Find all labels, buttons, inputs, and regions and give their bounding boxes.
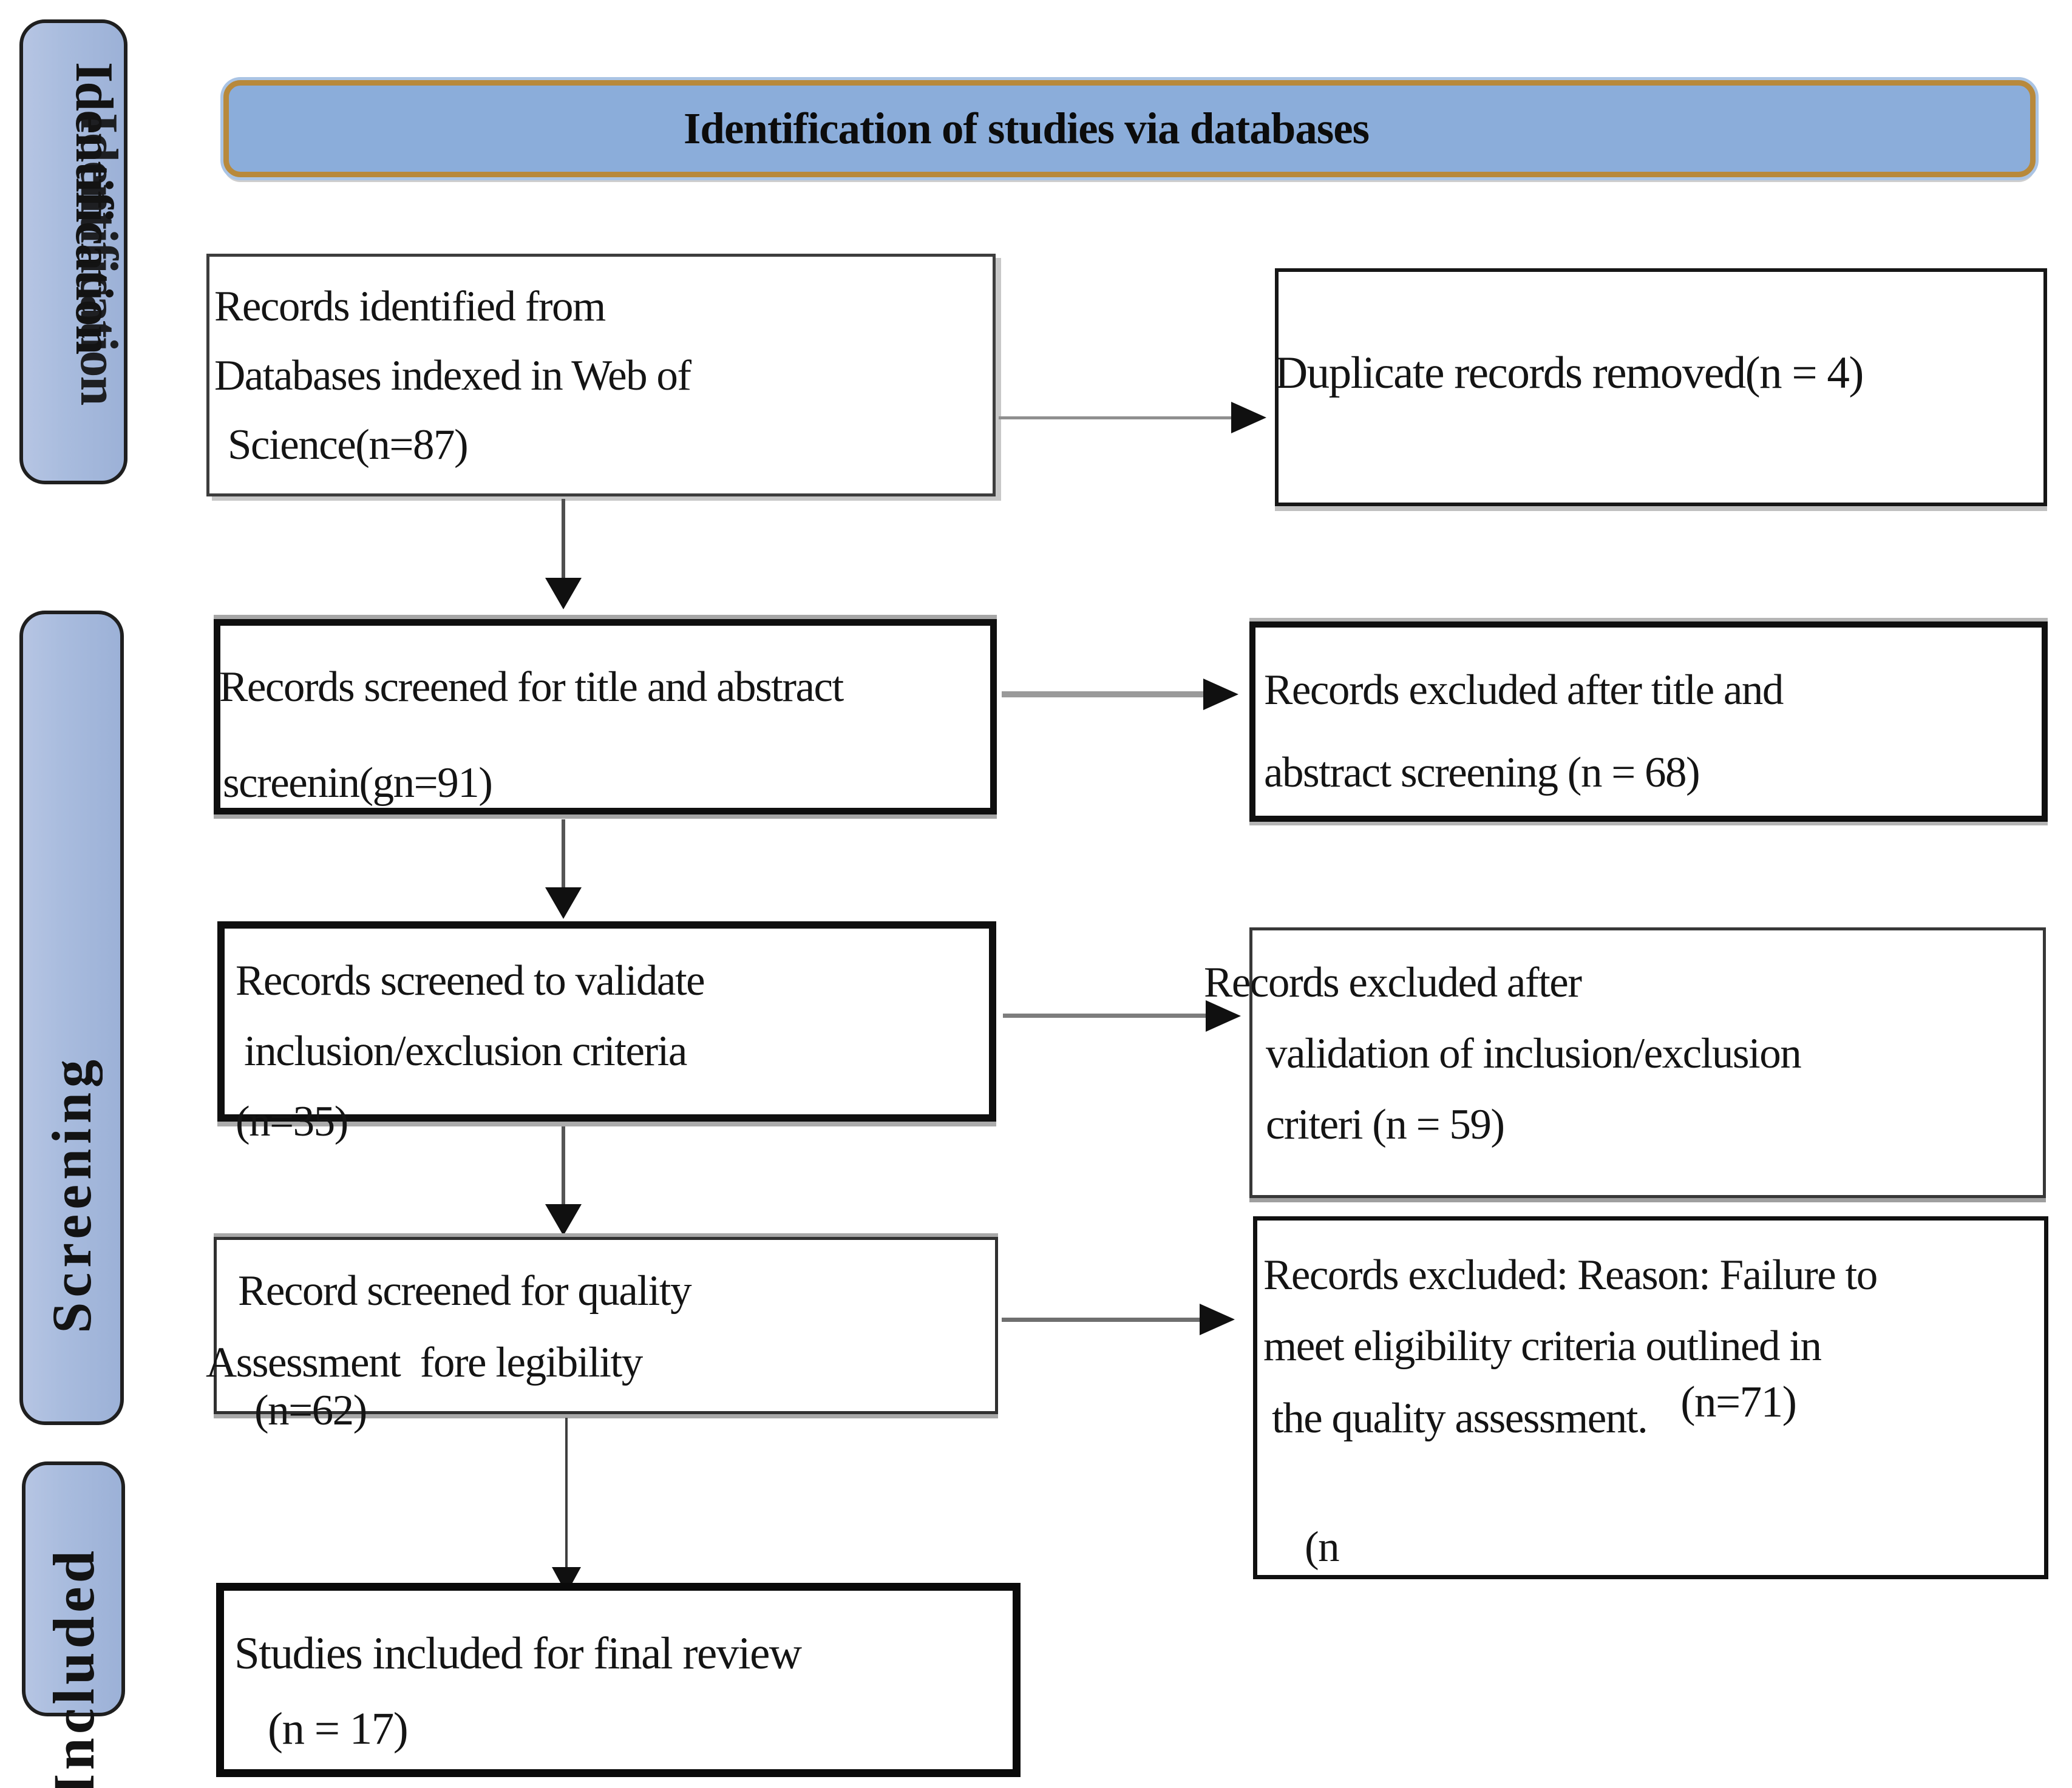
box-excluded-title-abstract: Records excluded after title and abstrac… <box>1249 621 2048 822</box>
box-included-final: Studies included for final review (n = 1… <box>216 1583 1021 1777</box>
box-validate-criteria: Records screened to validate inclusion/e… <box>217 921 996 1145</box>
arrow-line-row2 <box>1002 691 1207 697</box>
arrow-line-down4 <box>565 1418 568 1571</box>
box-text-segment: the quality assessment. <box>1272 1395 1648 1442</box>
count-n71: (n=71) <box>1680 1377 1797 1426</box>
box-text-line: Records excluded: Reason: Failure to <box>1263 1251 1878 1299</box>
arrow-line-down2 <box>562 819 565 889</box>
box-duplicates-removed: Duplicate records removed(n = 4) <box>1275 268 2047 506</box>
included-label: Included <box>41 1547 106 1788</box>
box-text-line: abstract screening (n = 68) <box>1264 749 1700 796</box>
screening-label: Screening <box>41 1055 103 1333</box>
box-text-line: Record screened for quality <box>238 1267 692 1315</box>
arrow-line-down3 <box>562 1126 565 1205</box>
arrowhead-right-icon <box>1231 402 1266 433</box>
box-text-line: (n=35) <box>236 1098 348 1145</box>
stage-tab-included: Included <box>22 1461 125 1788</box>
box-text-line: the quality assessment. (n=71) <box>1263 1377 2044 1454</box>
identification-label: Identification <box>64 62 123 354</box>
stage-tab-screening: Screening <box>19 611 124 1425</box>
box-text-line: Records screened to validate <box>236 957 705 1004</box>
box-text-line: Records screened for title and abstract <box>219 663 844 711</box>
stage-tab-identification: Identification Identification <box>19 19 128 484</box>
box-excluded-quality: Records excluded: Reason: Failure to mee… <box>1253 1216 2048 1579</box>
box-text-line: criteri (n = 59) <box>1266 1101 1505 1148</box>
box-text-line: Science(n=87) <box>228 421 469 469</box>
box-text-line: Duplicate records removed(n = 4) <box>1275 348 1864 398</box>
box-text-line: Records excluded after <box>1204 959 1582 1006</box>
arrowhead-down-icon <box>545 887 582 919</box>
arrow-line-row1 <box>999 416 1235 419</box>
box-text-line: Studies included for final review <box>234 1628 802 1679</box>
arrowhead-right-icon <box>1200 1304 1235 1335</box>
box-excluded-validation: Records excluded after validation of inc… <box>1204 927 2046 1198</box>
box-text-line: (n=62) <box>254 1387 367 1434</box>
arrowhead-down-icon <box>545 578 582 609</box>
arrowhead-right-icon <box>1203 679 1238 710</box>
arrow-line-row3 <box>1003 1014 1208 1018</box>
box-text-line: (n = 17) <box>268 1704 409 1754</box>
box-text-line: screenin(gn=91) <box>223 759 493 807</box>
box-text-line: validation of inclusion/exclusion <box>1266 1030 1802 1077</box>
box-text-line: meet eligibility criteria outlined in <box>1263 1322 1822 1370</box>
arrowhead-right-icon <box>1206 1000 1241 1032</box>
box-text-line: Databases indexed in Web of <box>214 352 691 399</box>
box-records-identified: Records identified from Databases indexe… <box>206 254 996 496</box>
identification-label-ghost: Identification <box>69 113 128 405</box>
box-text-line: Records excluded after title and <box>1264 666 1784 714</box>
arrowhead-down-icon <box>545 1204 582 1236</box>
box-text-line: Assessment fore legibility <box>206 1339 643 1386</box>
box-title-abstract-screening: Records screened for title and abstract … <box>214 619 997 814</box>
diagram-title: Identification of studies via databases <box>683 104 1370 153</box>
box-text-line: inclusion/exclusion criteria <box>244 1028 687 1075</box>
arrow-line-row4 <box>1002 1318 1202 1322</box>
box-quality-assessment: Record screened for quality Assessment f… <box>206 1237 998 1434</box>
arrow-line-down1 <box>562 499 565 580</box>
header-banner: Identification of studies via databases <box>223 80 2036 177</box>
box-text-line: Records identified from <box>214 283 606 330</box>
orphan-text: (n <box>1305 1523 1340 1571</box>
